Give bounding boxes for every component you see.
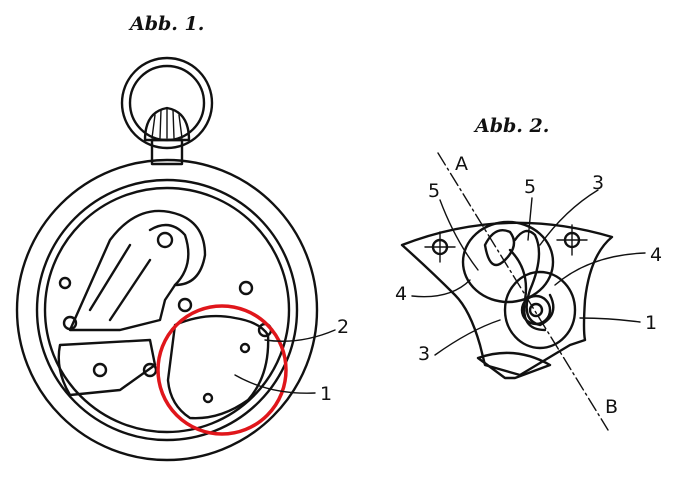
label-part-3-top: 3 bbox=[592, 172, 604, 194]
highlight-circle bbox=[156, 304, 288, 436]
label-part-2: 2 bbox=[337, 316, 349, 338]
watch-case bbox=[15, 158, 319, 462]
pocket-watch-bow bbox=[120, 56, 214, 166]
figure-2-title: Abb. 2. bbox=[473, 115, 549, 137]
label-part-1: 1 bbox=[645, 312, 657, 334]
label-part-4-right: 4 bbox=[650, 244, 662, 266]
screw-hole-right bbox=[556, 224, 588, 256]
axis-label-b: B bbox=[605, 396, 618, 418]
figure-1: Abb. 1. bbox=[15, 13, 349, 462]
screw-hole-left bbox=[424, 231, 456, 263]
balance-cock-plate bbox=[400, 221, 614, 377]
axis-label-a: A bbox=[455, 153, 468, 175]
label-part-1: 1 bbox=[320, 383, 332, 405]
label-part-5-left: 5 bbox=[428, 180, 440, 202]
figure-2: Abb. 2. A B 5 5 3 4 4 3 1 bbox=[395, 115, 662, 431]
figure-1-title: Abb. 1. bbox=[128, 13, 204, 35]
label-part-4-left: 4 bbox=[395, 283, 407, 305]
label-part-5-right: 5 bbox=[524, 176, 536, 198]
movement-bridges bbox=[57, 209, 270, 420]
label-part-3-bottom: 3 bbox=[418, 343, 430, 365]
